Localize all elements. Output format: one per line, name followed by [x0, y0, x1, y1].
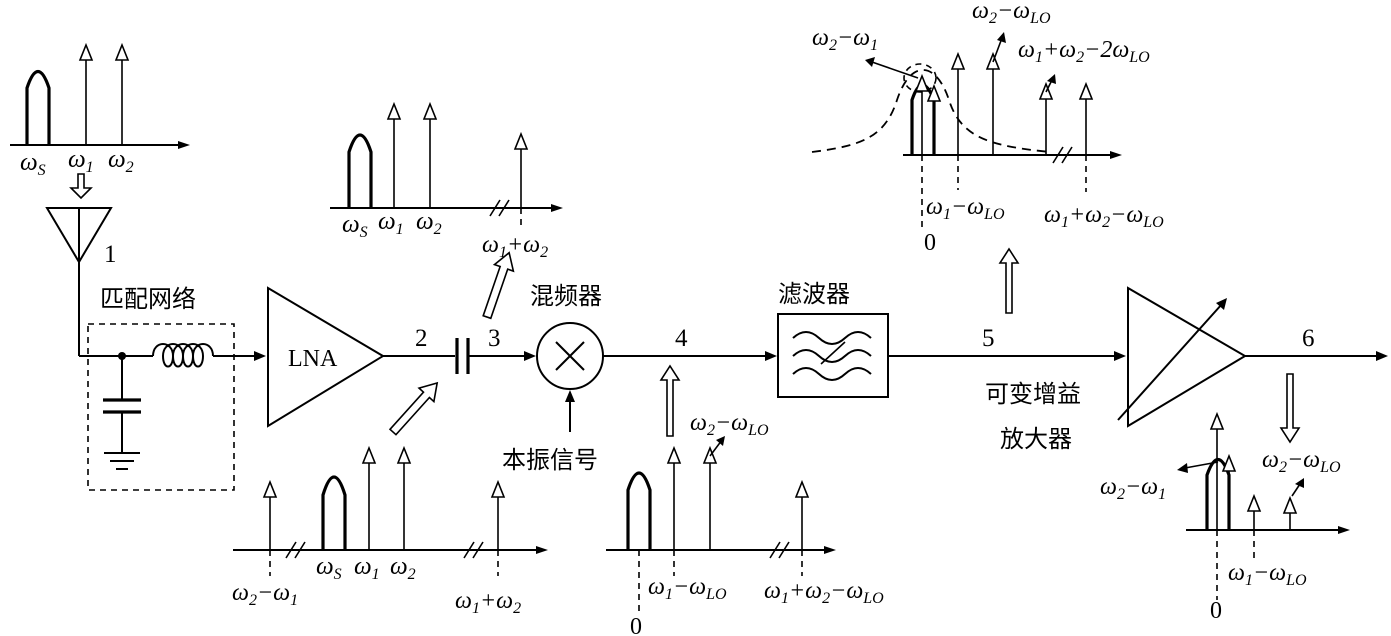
svg-text:ω1: ω1 — [354, 553, 380, 583]
matching-network-box — [87, 323, 235, 491]
svg-text:ω2: ω2 — [108, 146, 134, 176]
filter-label: 滤波器 — [778, 280, 850, 308]
svg-text:ω2−ω1: ω2−ω1 — [232, 580, 298, 609]
variable-gain-arrow — [1117, 303, 1223, 421]
svg-text:0: 0 — [924, 230, 936, 256]
spectrum-node2: ωS ω1 ω2 ω2−ω1 ω1+ω2 — [232, 447, 548, 617]
signal-spectrum — [25, 69, 51, 145]
svg-text:ω2: ω2 — [390, 553, 416, 583]
svg-text:ω2−ωLO: ω2−ωLO — [1262, 447, 1341, 476]
svg-text:ω2−ωLO: ω2−ωLO — [690, 410, 769, 439]
svg-text:ω1+ω2: ω1+ω2 — [482, 232, 548, 261]
mixer-icon — [536, 322, 604, 390]
svg-text:ωS: ωS — [20, 149, 46, 179]
lo-signal-label: 本振信号 — [502, 446, 598, 474]
node-label: 3 — [488, 325, 501, 352]
svg-text:ωS: ωS — [342, 211, 368, 241]
lna-label: LNA — [288, 346, 338, 372]
flow-arrow-icon — [482, 251, 515, 320]
flow-arrow-icon — [659, 364, 681, 437]
spectrum-node3: ωS ω1 ω2 ω1+ω2 — [330, 103, 563, 261]
svg-text:ω1+ω2: ω1+ω2 — [455, 588, 521, 617]
node-label: 6 — [1302, 325, 1315, 352]
matching-network-label: 匹配网络 — [100, 285, 196, 313]
svg-text:ω2: ω2 — [416, 208, 442, 238]
svg-text:ω1−ωLO: ω1−ωLO — [926, 194, 1005, 223]
svg-text:ω1+ω2−ωLO: ω1+ω2−ωLO — [1044, 202, 1164, 231]
filter-icon — [777, 313, 889, 398]
flow-arrow-icon — [69, 173, 93, 200]
svg-text:ω1−ωLO: ω1−ωLO — [648, 574, 727, 603]
spectrum-node4: 0 ω1−ωLO ω2−ωLO ω1+ω2−ωLO — [606, 364, 884, 636]
capacitor-icon — [103, 398, 141, 414]
svg-text:ωS: ωS — [316, 553, 342, 583]
svg-text:0: 0 — [1210, 598, 1222, 624]
svg-text:ω1: ω1 — [68, 146, 94, 176]
node-label: 1 — [104, 241, 117, 268]
node-label: 2 — [415, 325, 428, 352]
svg-text:ω1−ωLO: ω1−ωLO — [1228, 560, 1307, 589]
tone-arrow — [115, 44, 129, 61]
filter-response-curve — [811, 69, 1051, 153]
svg-text:ω2−ω1: ω2−ω1 — [812, 25, 878, 54]
vga-amplifier — [1127, 286, 1247, 428]
svg-text:ω2−ωLO: ω2−ωLO — [972, 0, 1051, 27]
flow-arrow-icon — [1279, 373, 1301, 444]
svg-text:0: 0 — [630, 614, 642, 636]
node-label: 4 — [675, 325, 688, 352]
flow-arrow-icon — [388, 381, 439, 436]
tone-arrow — [79, 44, 93, 61]
svg-text:ω2−ω1: ω2−ω1 — [1100, 474, 1166, 503]
node-label: 5 — [982, 325, 995, 352]
svg-text:ω1+ω2−2ωLO: ω1+ω2−2ωLO — [1018, 37, 1150, 66]
spectrum-antenna: ωS ω1 ω2 — [10, 44, 190, 179]
antenna-icon — [45, 207, 113, 356]
mixer-label: 混频器 — [530, 282, 602, 310]
vga-label-line1: 可变增益 — [985, 380, 1081, 408]
svg-text:ω1: ω1 — [378, 208, 404, 238]
spectrum-node5: 0 ω2−ω1 ω2−ωLO ω1+ω2−2ωLO ω1−ωLO ω1+ω2−ω… — [811, 0, 1164, 314]
flow-arrow-icon — [998, 247, 1020, 314]
coupling-capacitor-icon — [455, 338, 470, 374]
inductor-icon — [152, 343, 214, 368]
vga-label-line2: 放大器 — [1000, 425, 1072, 453]
spectrum-node6: 0 ω2−ω1 ω2−ωLO ω1−ωLO — [1100, 373, 1350, 624]
lna-amplifier — [267, 286, 385, 428]
svg-text:ω1+ω2−ωLO: ω1+ω2−ωLO — [764, 578, 884, 607]
ground-icon — [104, 452, 140, 470]
